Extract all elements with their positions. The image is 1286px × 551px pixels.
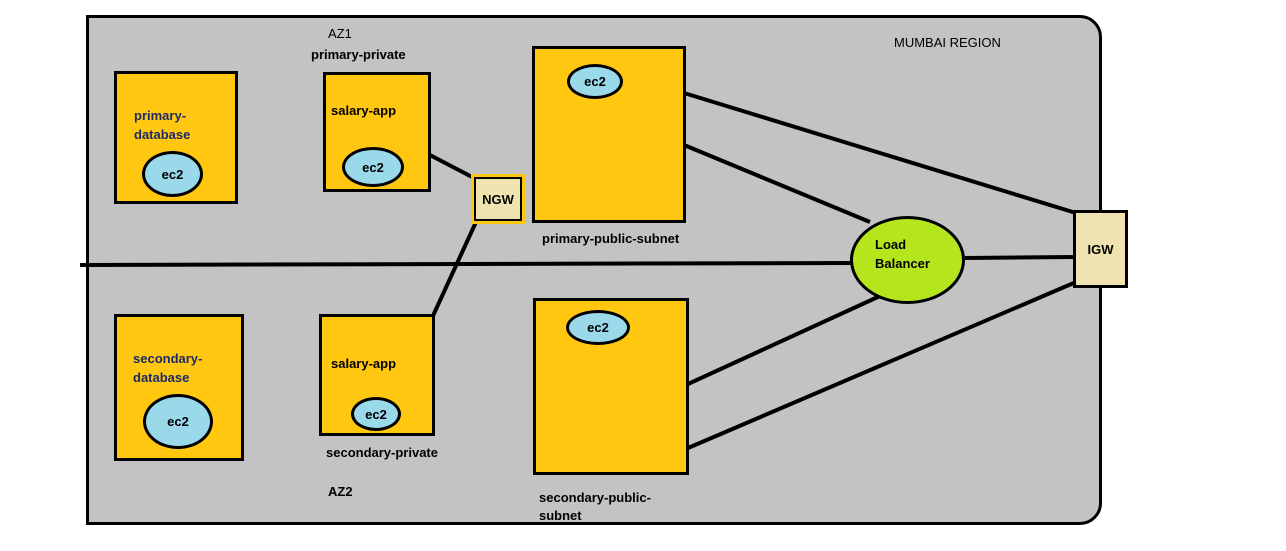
secondary-database-label-line2: database <box>133 370 190 385</box>
secondary-database-subnet: secondary- database ec2 <box>114 314 244 461</box>
secondary-salary-app-ec2-instance: ec2 <box>351 397 401 431</box>
secondary-database-ec2-instance: ec2 <box>143 394 213 449</box>
secondary-database-label-line1: secondary- <box>133 351 203 366</box>
primary-public-subnet: ec2 <box>532 46 686 223</box>
primary-database-label-line1: primary- <box>134 108 187 123</box>
link-primary-app-ngw <box>427 152 475 180</box>
primary-private-label: primary-private <box>311 47 406 62</box>
load-balancer-label-line2: Balancer <box>875 256 930 271</box>
primary-database-ec2-instance: ec2 <box>142 151 203 197</box>
link-secondary-app-ngw <box>430 221 478 319</box>
secondary-public-ec2-instance: ec2 <box>566 310 630 345</box>
secondary-public-subnet-label-line1: secondary-public- <box>539 490 651 505</box>
link-lb-igw <box>964 255 1075 260</box>
link-secondary-public-igw <box>687 280 1077 450</box>
secondary-salary-app-label: salary-app <box>331 356 397 371</box>
az1-label: AZ1 <box>328 26 352 41</box>
primary-salary-app-ec2-instance: ec2 <box>342 147 404 187</box>
primary-database-subnet: primary- database ec2 <box>114 71 238 204</box>
load-balancer-label-line1: Load <box>875 237 907 252</box>
az2-label: AZ2 <box>328 484 353 499</box>
az-divider-line <box>79 261 853 267</box>
primary-database-label-line2: database <box>134 127 191 142</box>
secondary-public-subnet: ec2 <box>533 298 689 475</box>
primary-salary-app-label: salary-app <box>331 103 397 118</box>
link-primary-public-igw <box>683 91 1077 215</box>
secondary-private-subnet: salary-app ec2 <box>319 314 435 436</box>
primary-private-subnet: salary-app ec2 <box>323 72 431 192</box>
region-label: MUMBAI REGION <box>894 35 1001 50</box>
link-secondary-public-lb <box>687 294 881 386</box>
link-primary-public-lb <box>683 143 871 224</box>
internet-gateway: IGW <box>1073 210 1128 288</box>
primary-public-ec2-instance: ec2 <box>567 64 623 99</box>
nat-gateway: NGW <box>471 174 525 224</box>
secondary-public-subnet-label-line2: subnet <box>539 508 582 523</box>
primary-public-subnet-label: primary-public-subnet <box>542 231 680 246</box>
load-balancer: Load Balancer <box>850 216 965 304</box>
secondary-private-label: secondary-private <box>326 445 438 460</box>
